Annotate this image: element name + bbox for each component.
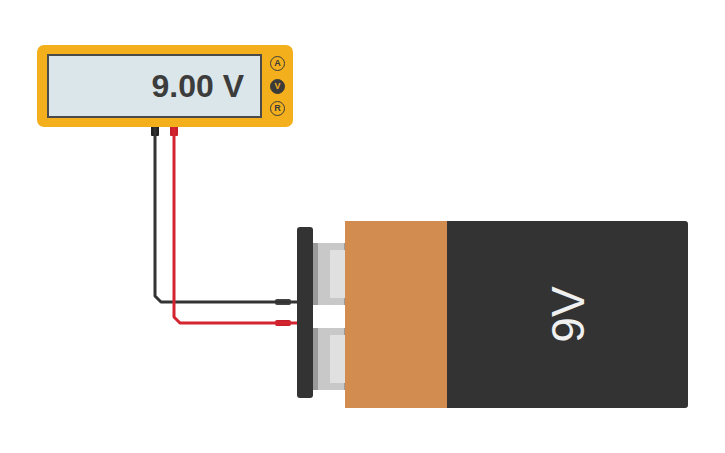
probe-wire — [155, 127, 297, 302]
probe-wire — [174, 127, 297, 323]
battery-terminal — [318, 243, 344, 305]
battery-terminal — [313, 328, 347, 390]
battery-terminal — [330, 335, 345, 383]
battery-terminal — [330, 250, 345, 298]
mode-letter: A — [271, 57, 284, 69]
mode-button-r: R — [270, 101, 285, 116]
multimeter-body: 9.00 V AVR — [37, 45, 293, 127]
battery-band — [345, 221, 447, 408]
mode-letter: R — [271, 102, 284, 114]
battery-body — [345, 221, 688, 408]
battery: 9V — [297, 221, 688, 408]
terminal-plate — [297, 227, 313, 398]
mode-letter: V — [271, 80, 284, 92]
meter-display: 9.00 V — [47, 54, 262, 118]
mode-button-v: V — [270, 79, 285, 94]
battery-label: 9V — [474, 194, 661, 435]
battery-terminal — [313, 243, 347, 305]
battery-terminal — [318, 328, 344, 390]
mode-button-a: A — [270, 56, 285, 71]
